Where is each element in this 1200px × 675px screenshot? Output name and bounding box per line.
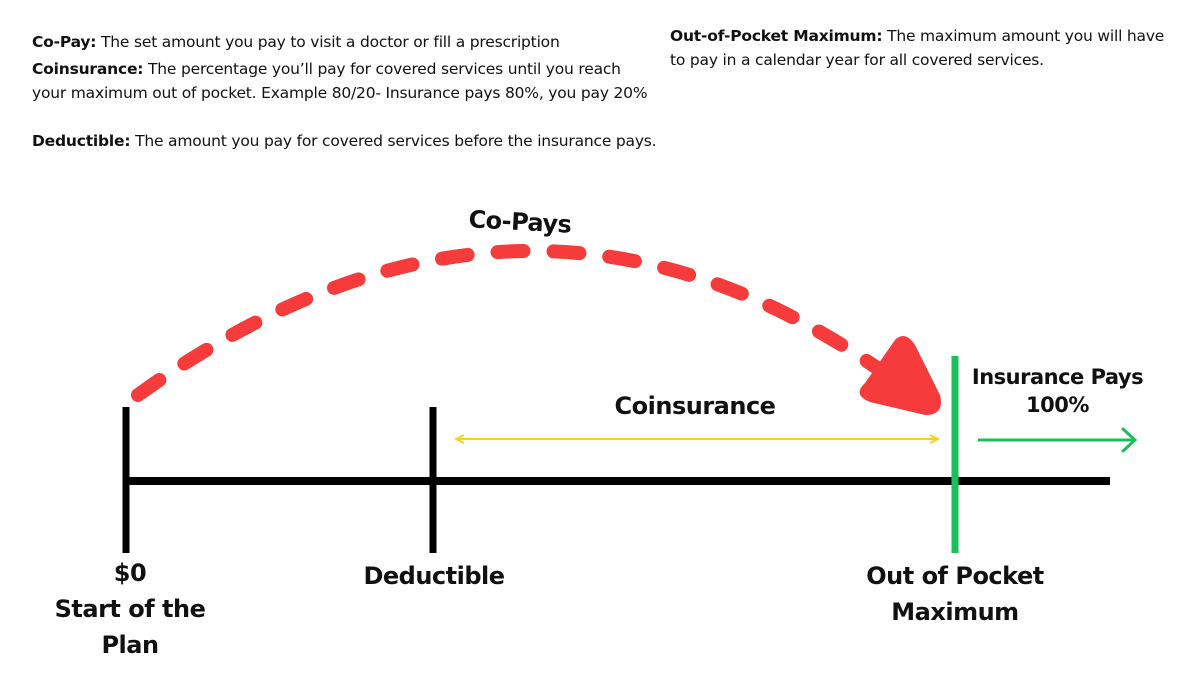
copays-dashed-arc [131,244,887,402]
oop-definition: Out-of-Pocket Maximum: The maximum amoun… [670,24,1170,72]
insurance-pays-line1: Insurance Pays [971,365,1144,389]
oop-text: The maximum amount you will have to pay … [670,27,1165,69]
coinsurance-term: Coinsurance: [32,60,144,78]
oop-term: Out-of-Pocket Maximum: [670,27,883,45]
insurance-pays-line2: 100% [1026,393,1089,417]
copay-text: The set amount you pay to visit a doctor… [96,33,560,51]
oop-label: Out of Pocket Maximum [845,558,1065,630]
start-line2: Start of the [54,595,206,623]
insurance-pays-label: Insurance Pays 100% [955,363,1160,419]
start-label: $0 Start of the Plan [30,555,230,663]
oop-line2: Maximum [891,598,1019,626]
copay-definition: Co-Pay: The set amount you pay to visit … [32,30,672,54]
oop-line1: Out of Pocket [866,562,1044,590]
coinsurance-text: The percentage you’ll pay for covered se… [32,60,648,102]
coinsurance-definition: Coinsurance: The percentage you’ll pay f… [32,57,652,105]
deductible-label: Deductible [363,562,505,590]
copays-arrowhead [859,336,941,415]
start-line3: Plan [101,631,159,659]
copay-term: Co-Pay: [32,33,97,51]
start-amount: $0 [113,559,147,587]
deductible-term: Deductible: [32,132,131,150]
insurance-pays-arrowhead [1121,427,1138,453]
deductible-definition: Deductible: The amount you pay for cover… [32,129,672,153]
deductible-text: The amount you pay for covered services … [130,132,657,150]
coinsurance-label: Coinsurance [614,392,776,420]
